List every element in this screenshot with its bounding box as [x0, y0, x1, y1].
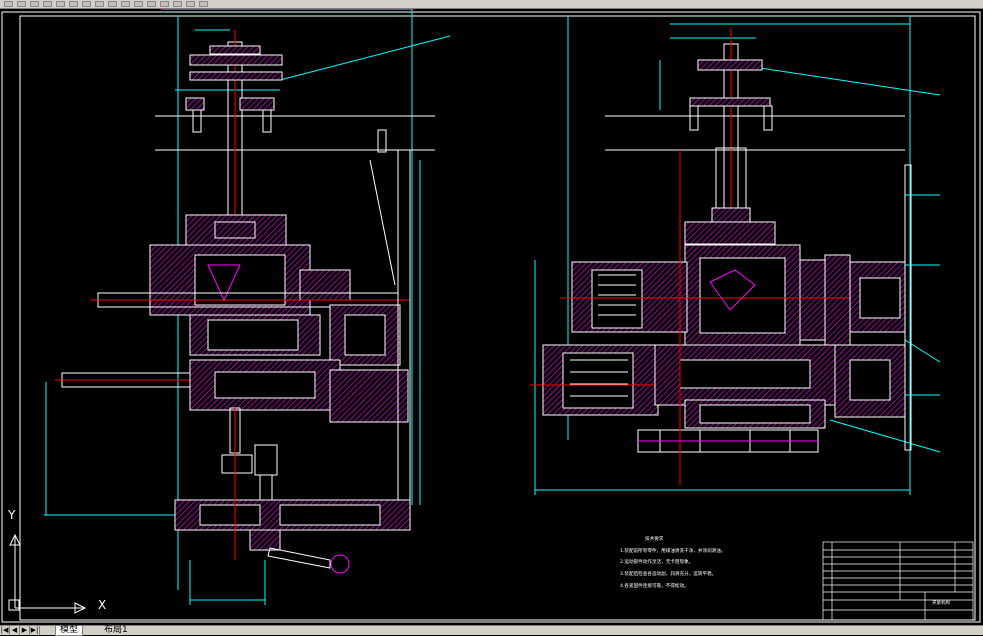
right-view: [530, 16, 941, 495]
print-icon[interactable]: [30, 1, 39, 7]
note-line-2: 2.运动部件动作灵活，无卡阻现象。: [620, 558, 693, 565]
tab-first-button[interactable]: |◀: [0, 626, 10, 635]
undo-icon[interactable]: [43, 1, 52, 7]
cad-drawing-area[interactable]: 技术要求 1.装配前所有零件，用煤油清洗干净，并涂润滑油。 2.运动部件动作灵活…: [0, 9, 983, 625]
tab-layout1[interactable]: 布局1: [104, 625, 128, 635]
match-icon[interactable]: [121, 1, 130, 7]
redo-icon[interactable]: [56, 1, 65, 7]
tab-next-button[interactable]: ▶: [20, 626, 30, 635]
properties-icon[interactable]: [108, 1, 117, 7]
notes-title: 技术要求: [645, 535, 664, 542]
line-icon[interactable]: [199, 1, 208, 7]
title-block-name: 夹紧机构: [932, 599, 950, 606]
insert-icon[interactable]: [147, 1, 156, 7]
block-icon[interactable]: [134, 1, 143, 7]
technical-notes: 技术要求 1.装配前所有零件，用煤油清洗干净，并涂润滑油。 2.运动部件动作灵活…: [620, 535, 725, 589]
note-line-4: 4.各紧固件连接可靠，不得松动。: [620, 582, 689, 589]
left-view: [44, 9, 451, 605]
ucs-y-label: Y: [8, 508, 16, 522]
text-icon[interactable]: [173, 1, 182, 7]
open-icon[interactable]: [4, 1, 13, 7]
title-block: 夹紧机构: [822, 541, 974, 621]
tab-prev-button[interactable]: ◀: [10, 626, 20, 635]
note-line-3: 3.装配后检查各运动副，润滑充分，运转平稳。: [620, 570, 716, 577]
tab-model[interactable]: 模型: [55, 626, 84, 636]
outer-frame: [1, 11, 981, 623]
pan-icon[interactable]: [82, 1, 91, 7]
note-line-1: 1.装配前所有零件，用煤油清洗干净，并涂润滑油。: [620, 547, 725, 554]
dim-icon[interactable]: [186, 1, 195, 7]
ucs-x-label: X: [98, 598, 107, 612]
layer-icon[interactable]: [95, 1, 104, 7]
save-icon[interactable]: [17, 1, 26, 7]
ucs-icon: [8, 533, 87, 614]
zoom-icon[interactable]: [69, 1, 78, 7]
tab-last-button[interactable]: ▶|: [30, 626, 40, 635]
inner-frame: [19, 15, 976, 621]
toolbar: [0, 0, 983, 9]
hatch-icon[interactable]: [160, 1, 169, 7]
